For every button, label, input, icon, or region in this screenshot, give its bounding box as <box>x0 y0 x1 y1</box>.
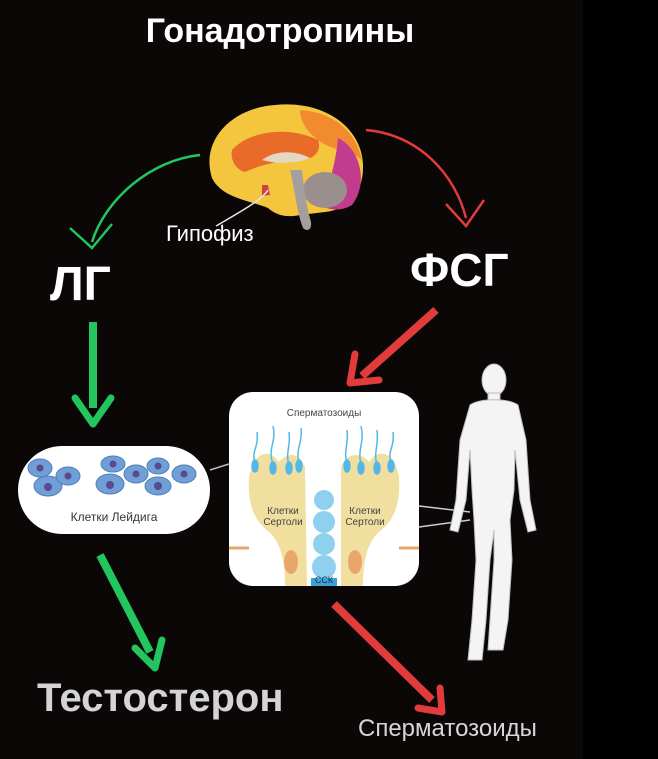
leydig-cells-card: Клетки Лейдига <box>18 446 210 534</box>
tubule-sperm-label: Сперматозоиды <box>286 408 362 419</box>
lh-label: ЛГ <box>50 258 111 311</box>
leydig-label: Клетки Лейдига <box>70 510 158 524</box>
lh-curve-arrow <box>90 153 201 243</box>
testosterone-arrow <box>96 553 154 654</box>
sperm-arrowhead <box>414 684 446 716</box>
leydig-cells-icon <box>27 455 197 497</box>
fsh-diag-arrowhead <box>346 350 383 387</box>
human-body-icon <box>449 363 537 661</box>
connector-body-2 <box>418 519 471 528</box>
fsh-curve-arrow <box>365 128 468 219</box>
sperm-arrow <box>331 601 435 703</box>
pituitary-label: Гипофиз <box>166 221 254 246</box>
right-black-margin <box>583 0 658 759</box>
lh-curve-arrowhead <box>69 223 113 250</box>
fsh-diag-arrow <box>359 307 439 379</box>
fsh-label: ФСГ <box>410 244 509 296</box>
testosterone-arrowhead <box>131 636 166 672</box>
fsh-curve-arrowhead <box>445 199 486 229</box>
tubule-card: Сперматозоиды Клетки Сертоли Клетки Серт… <box>229 392 419 586</box>
diagram-title: Гонадотропины <box>145 12 415 50</box>
testosterone-label: Тестостерон <box>37 676 284 720</box>
lh-down-arrowhead <box>71 394 115 428</box>
sertoli-right-label: Клетки Сертоли <box>345 506 385 528</box>
ssk-label: ССК <box>314 575 334 585</box>
seminiferous-tubule-icon <box>229 425 419 586</box>
brain-icon <box>209 104 364 230</box>
sperm-output-label: Сперматозоиды <box>358 715 537 742</box>
connector-leydig <box>209 463 230 471</box>
sertoli-left-label: Клетки Сертоли <box>263 506 303 528</box>
